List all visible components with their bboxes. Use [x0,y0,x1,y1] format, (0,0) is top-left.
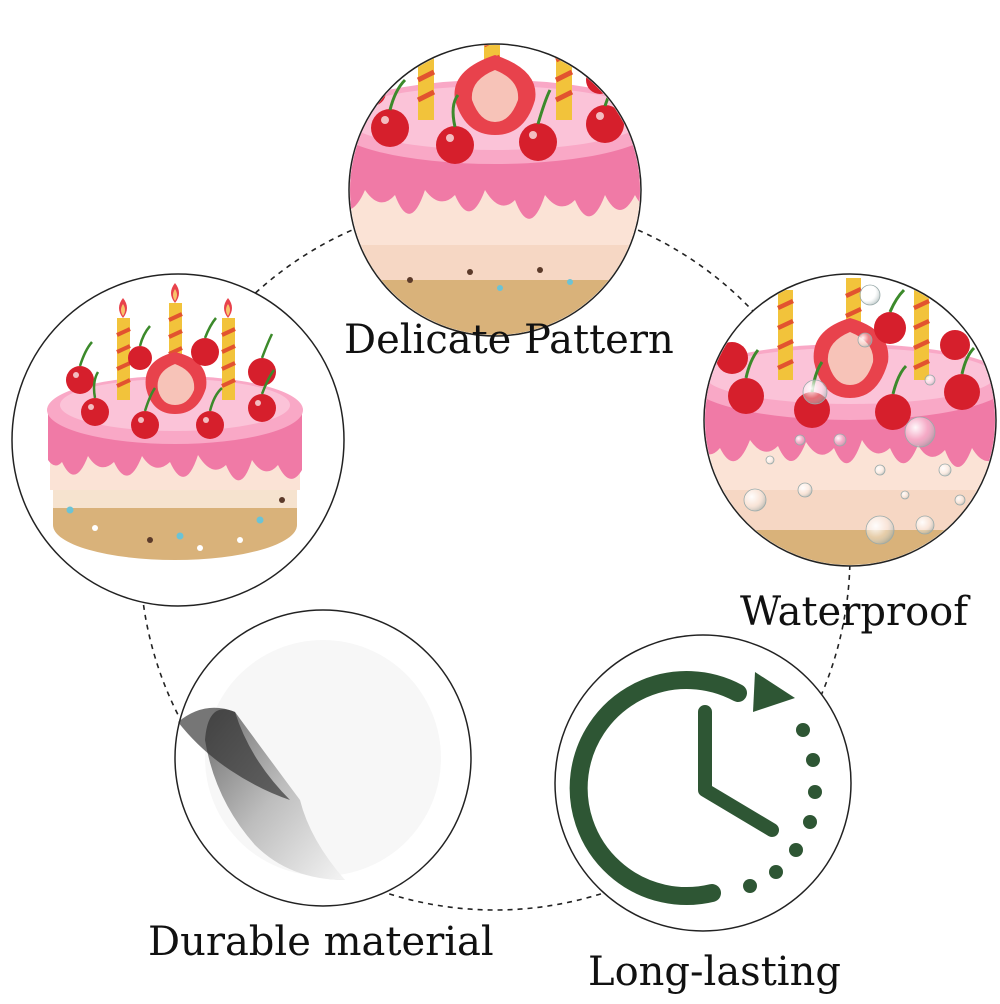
peeling-sticker-icon [178,640,441,880]
cake-waterdrops-icon [705,278,995,565]
water-droplets [743,284,966,545]
waterproof-label: Waterproof [740,589,969,635]
durable-material-badge [174,609,472,907]
delicate-pattern-label: Delicate Pattern [344,317,674,363]
long-lasting-label: Long-lasting [588,949,841,995]
cake-sticker-badge [11,273,345,607]
birthday-cake-icon [47,283,303,560]
durable-material-label: Durable material [148,919,494,965]
cake-closeup-icon [350,45,640,335]
delicate-pattern-badge [348,43,642,337]
long-lasting-badge [554,634,852,932]
waterproof-badge [703,273,997,567]
clock-arrow-icon [569,671,822,906]
